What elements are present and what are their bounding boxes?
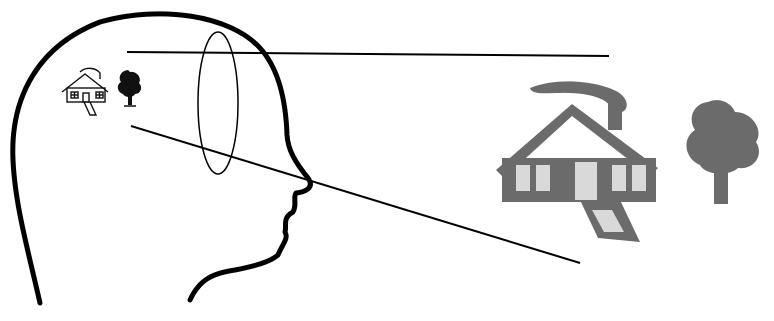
perception-diagram [0,0,774,321]
canvas-background [0,0,774,321]
